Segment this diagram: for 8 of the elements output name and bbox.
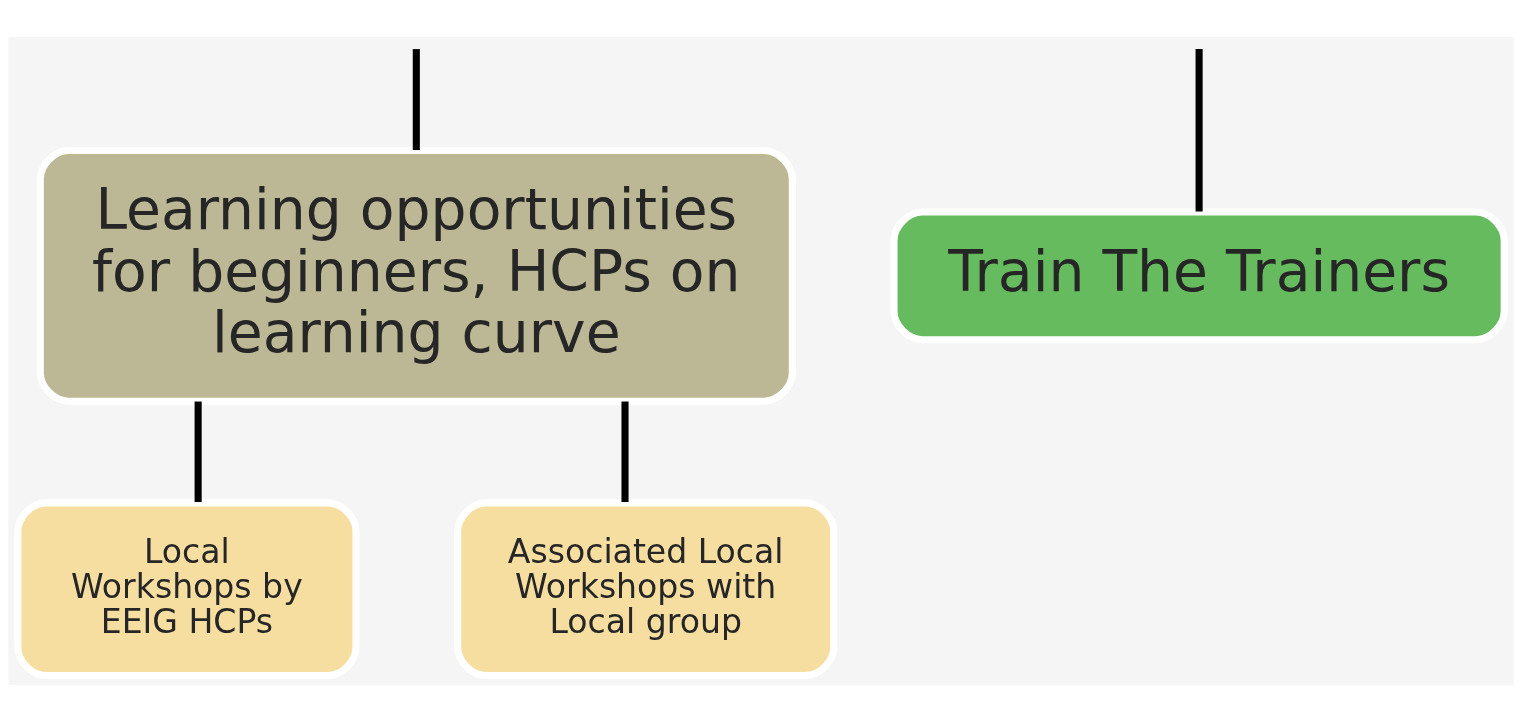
node-box: Train The Trainers [890, 207, 1508, 343]
node-box: Learning opportunities for beginners, HCPs on learning curve [36, 146, 796, 405]
connector [621, 401, 629, 502]
connector [1195, 48, 1203, 212]
connector [194, 401, 202, 502]
node-box: Local Workshops by EEIG HCPs [14, 498, 360, 679]
node-box: Associated Local Workshops with Local group [454, 498, 838, 679]
connector [412, 48, 420, 150]
